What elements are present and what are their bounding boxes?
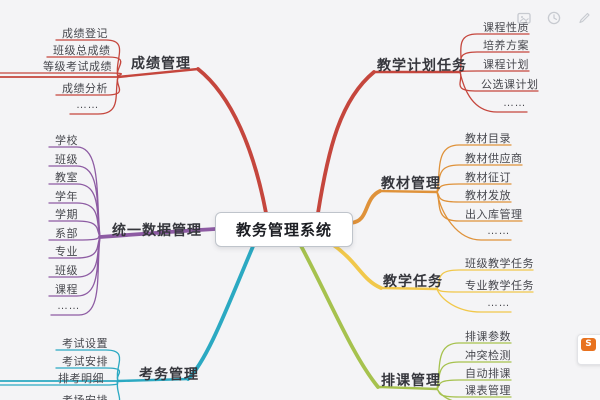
child-underline (116, 380, 121, 400)
child-topic[interactable]: 等级考试成绩 (43, 61, 112, 73)
child-topic[interactable]: …… (487, 225, 510, 237)
child-topic[interactable]: 公选课计划 (481, 79, 539, 91)
child-topic[interactable]: …… (487, 297, 510, 309)
child-underline (436, 361, 512, 390)
child-topic[interactable]: 成绩登记 (62, 28, 108, 40)
child-underline (459, 71, 528, 113)
child-topic[interactable]: 教室 (55, 172, 78, 184)
child-underline (48, 220, 101, 238)
branch-topic[interactable]: 教学任务 (383, 273, 443, 289)
child-topic[interactable]: 班级 (55, 154, 78, 166)
branch-topic[interactable]: 考务管理 (139, 366, 199, 382)
brand-logo-icon: S (581, 338, 596, 351)
branch-topic[interactable]: 成绩管理 (131, 55, 191, 71)
child-underline (436, 183, 512, 193)
child-topic[interactable]: …… (503, 97, 526, 109)
child-topic[interactable]: 课程计划 (483, 59, 529, 71)
child-underline (436, 164, 523, 193)
child-topic[interactable]: 自动排课 (465, 368, 511, 380)
branch-underline (376, 385, 439, 391)
child-underline (436, 269, 534, 290)
child-topic[interactable]: 班级教学任务 (465, 258, 534, 270)
child-topic[interactable]: 排考明细 (58, 373, 104, 385)
child-topic[interactable]: 学期 (55, 209, 78, 221)
branch-underline (379, 286, 439, 291)
child-topic[interactable]: 成绩分析 (62, 83, 108, 95)
child-topic[interactable]: 出入库管理 (465, 209, 523, 221)
child-topic[interactable]: 培养方案 (483, 40, 529, 52)
child-topic[interactable]: 课程 (55, 284, 78, 296)
child-topic[interactable]: 教材征订 (465, 172, 511, 184)
child-topic[interactable]: …… (76, 99, 99, 111)
branch-underline (116, 377, 190, 383)
child-topic[interactable]: 考试设置 (62, 338, 108, 350)
trunk-edge (98, 227, 217, 239)
child-topic[interactable]: 课表管理 (465, 385, 511, 397)
child-topic[interactable]: 学校 (55, 135, 78, 147)
child-underline (436, 191, 512, 241)
branch-topic[interactable]: 教学计划任务 (377, 57, 467, 73)
child-topic[interactable]: 考场安排 (62, 392, 108, 400)
child-underline (55, 367, 121, 382)
child-topic[interactable]: 班级 (55, 265, 78, 277)
child-topic[interactable]: 专业 (55, 246, 78, 258)
toolbar (516, 10, 592, 26)
child-underline (459, 51, 530, 73)
child-topic[interactable]: 专业教学任务 (465, 280, 534, 292)
child-topic[interactable]: 系部 (55, 228, 78, 240)
branch-topic[interactable]: 教材管理 (381, 175, 441, 191)
trunk-edge (186, 242, 256, 381)
child-topic[interactable]: 班级总成绩 (53, 45, 111, 57)
child-underline (436, 288, 534, 293)
child-topic[interactable]: 冲突检测 (465, 350, 511, 362)
child-underline (50, 236, 101, 316)
clipped-child-edge (436, 388, 453, 400)
child-topic[interactable]: 教材目录 (465, 133, 511, 145)
child-underline (48, 202, 101, 238)
trunk-edge (330, 242, 383, 290)
child-topic[interactable]: 课程性质 (483, 22, 529, 34)
child-topic[interactable]: …… (57, 300, 80, 312)
child-topic[interactable]: 教材供应商 (465, 153, 523, 165)
branch-topic[interactable]: 排课管理 (381, 372, 441, 388)
child-underline (48, 236, 101, 241)
child-topic[interactable]: 学年 (55, 191, 78, 203)
child-underline (459, 70, 530, 73)
child-topic[interactable]: 教材发放 (465, 190, 511, 202)
trunk-edge (316, 70, 376, 215)
branch-underline (116, 67, 200, 79)
child-topic[interactable]: 排课参数 (465, 331, 511, 343)
pen-icon[interactable] (576, 10, 592, 26)
trunk-edge (298, 242, 380, 389)
brand-watermark[interactable]: S (577, 334, 600, 365)
child-topic[interactable]: 考试安排 (62, 356, 108, 368)
clock-icon[interactable] (546, 10, 562, 26)
trunk-edge (196, 67, 268, 215)
child-underline (46, 56, 122, 78)
child-underline (436, 379, 512, 390)
branch-underline (378, 189, 439, 194)
branch-topic[interactable]: 统一数据管理 (112, 222, 202, 238)
child-underline (69, 76, 119, 115)
child-underline (436, 288, 512, 313)
child-underline (0, 72, 122, 78)
root-topic[interactable]: 教务管理系统 (215, 212, 353, 247)
trunk-edge (349, 189, 382, 225)
frame-icon[interactable] (516, 10, 532, 26)
